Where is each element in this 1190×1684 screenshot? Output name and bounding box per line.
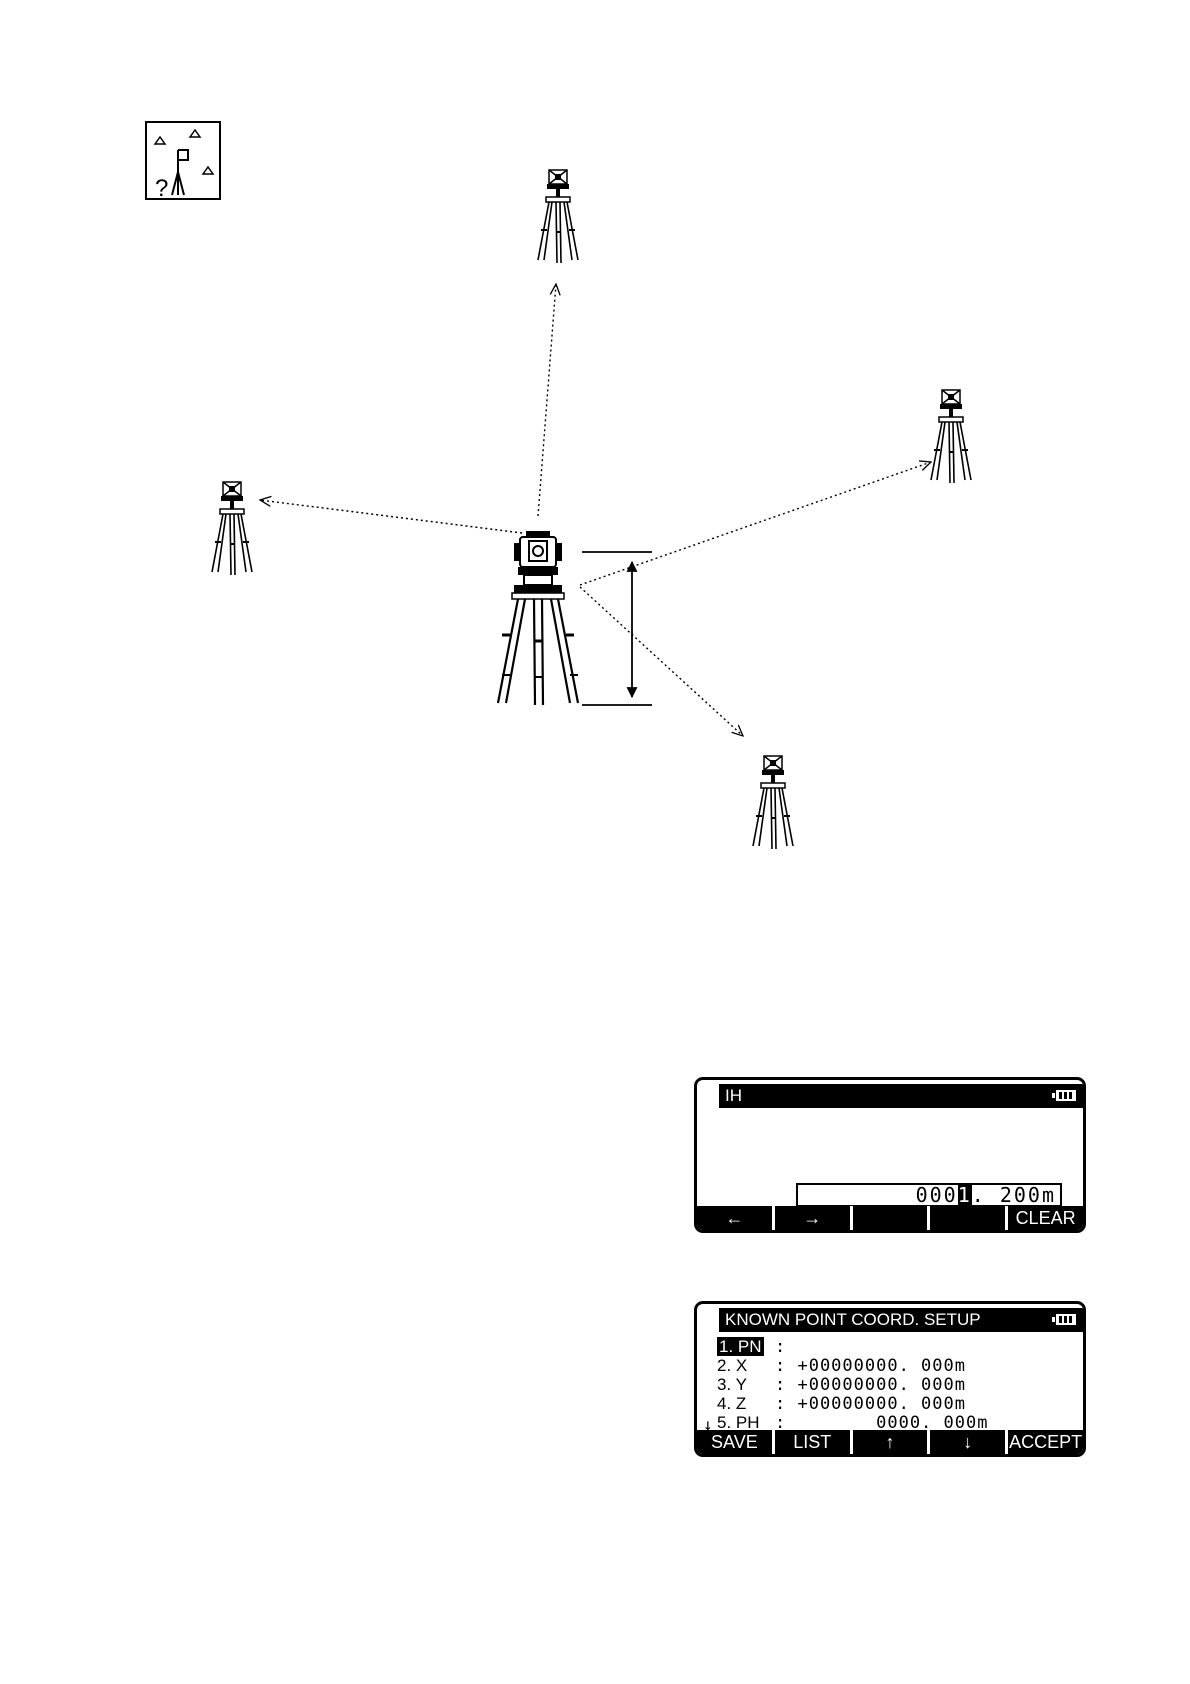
softkey-3[interactable]: [853, 1206, 931, 1230]
instrument-height-input[interactable]: 0001. 200m: [796, 1183, 1062, 1207]
x-coordinate-row[interactable]: 2. X: +00000000. 000m: [717, 1356, 988, 1375]
prism-target-north-icon: [538, 170, 578, 263]
up-arrow-key[interactable]: ↑: [853, 1430, 931, 1454]
instrument-height-indicator: [582, 552, 652, 705]
battery-icon: [1055, 1089, 1077, 1102]
down-arrow-key[interactable]: ↓: [930, 1430, 1008, 1454]
resection-diagram: ?: [0, 0, 1190, 900]
z-coordinate-row[interactable]: 4. Z: +00000000. 000m: [717, 1394, 988, 1413]
resection-mode-icon: ?: [146, 122, 220, 202]
input-cursor: 1: [958, 1183, 972, 1207]
softkey-bar: SAVE LIST ↑ ↓ ACCEPT: [697, 1430, 1083, 1454]
observation-lines: [260, 284, 931, 736]
question-mark-text: ?: [155, 175, 168, 202]
coordinate-list: 1. PN: 2. X: +00000000. 000m 3. Y: +0000…: [717, 1337, 988, 1432]
clear-key[interactable]: CLEAR: [1008, 1206, 1083, 1230]
point-name-row[interactable]: 1. PN:: [717, 1337, 988, 1356]
softkey-4[interactable]: [930, 1206, 1008, 1230]
accept-key[interactable]: ACCEPT: [1008, 1430, 1083, 1454]
battery-icon: [1055, 1313, 1077, 1326]
prism-target-south-icon: [753, 756, 793, 849]
left-arrow-key[interactable]: ←: [697, 1206, 775, 1230]
screen-title: IH: [719, 1084, 1083, 1108]
prism-target-east-icon: [931, 390, 971, 483]
screen-title: KNOWN POINT COORD. SETUP: [719, 1308, 1083, 1332]
instrument-height-screen: IH 0001. 200m ← → CLEAR: [694, 1077, 1086, 1233]
save-key[interactable]: SAVE: [697, 1430, 775, 1454]
prism-target-west-icon: [212, 482, 252, 575]
softkey-bar: ← → CLEAR: [697, 1206, 1083, 1230]
total-station-on-tripod-icon: [498, 531, 578, 705]
known-point-coord-setup-screen: KNOWN POINT COORD. SETUP 1. PN: 2. X: +0…: [694, 1301, 1086, 1457]
y-coordinate-row[interactable]: 3. Y: +00000000. 000m: [717, 1375, 988, 1394]
right-arrow-key[interactable]: →: [775, 1206, 853, 1230]
list-key[interactable]: LIST: [775, 1430, 853, 1454]
